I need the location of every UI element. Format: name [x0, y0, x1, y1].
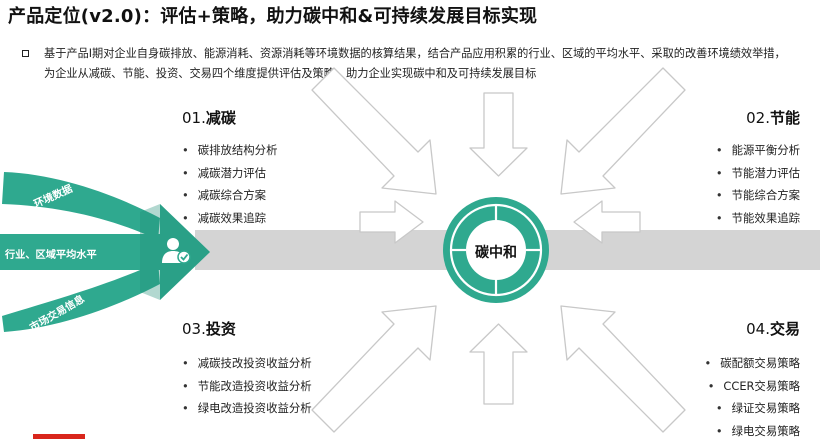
list-item: 减碳技改投资收益分析 [182, 352, 312, 375]
arrow-from-top-left [312, 68, 436, 194]
arrow-from-top-right [561, 68, 685, 194]
quadrant-4-list: 碳配额交易策略 CCER交易策略 绿证交易策略 绿电交易策略 [705, 352, 800, 442]
quadrant-3-heading: 03.投资 [182, 318, 236, 339]
quadrant-1-list: 碳排放结构分析 减碳潜力评估 减碳综合方案 减碳效果追踪 [182, 139, 277, 229]
list-item: 减碳潜力评估 [182, 162, 277, 185]
quadrant-1-number: 01. [182, 109, 206, 127]
footer-accent-bar [33, 434, 85, 439]
list-item: 绿电改造投资收益分析 [182, 397, 312, 420]
quadrant-3-number: 03. [182, 320, 206, 338]
center-label: 碳中和 [461, 242, 531, 262]
quadrant-4-heading: 04.交易 [746, 318, 800, 339]
list-item: 减碳综合方案 [182, 184, 277, 207]
quadrant-2-list: 能源平衡分析 节能潜力评估 节能综合方案 节能效果追踪 [716, 139, 800, 229]
input-label-industry-average: 行业、区域平均水平 [5, 246, 97, 261]
quadrant-1-name: 减碳 [206, 109, 236, 127]
list-item: 节能潜力评估 [716, 162, 800, 185]
list-item: 能源平衡分析 [716, 139, 800, 162]
list-item: 碳排放结构分析 [182, 139, 277, 162]
arrow-from-bottom-right [561, 306, 685, 432]
quadrant-3-name: 投资 [206, 320, 236, 338]
list-item: 绿证交易策略 [705, 397, 800, 420]
list-item: CCER交易策略 [705, 375, 800, 398]
quadrant-4-name: 交易 [770, 320, 800, 338]
list-item: 碳配额交易策略 [705, 352, 800, 375]
quadrant-4-number: 04. [746, 320, 770, 338]
list-item: 节能改造投资收益分析 [182, 375, 312, 398]
quadrant-2-number: 02. [746, 109, 770, 127]
list-item: 节能效果追踪 [716, 207, 800, 230]
arrow-from-bottom [470, 324, 527, 404]
list-item: 减碳效果追踪 [182, 207, 277, 230]
arrow-from-bottom-left [312, 306, 436, 432]
quadrant-2-name: 节能 [770, 109, 800, 127]
user-check-icon [160, 235, 192, 267]
arrow-from-top [470, 93, 527, 176]
quadrant-3-list: 减碳技改投资收益分析 节能改造投资收益分析 绿电改造投资收益分析 [182, 352, 312, 420]
input-branch-top [2, 172, 160, 240]
quadrant-2-heading: 02.节能 [746, 107, 800, 128]
quadrant-1-heading: 01.减碳 [182, 107, 236, 128]
list-item: 节能综合方案 [716, 184, 800, 207]
